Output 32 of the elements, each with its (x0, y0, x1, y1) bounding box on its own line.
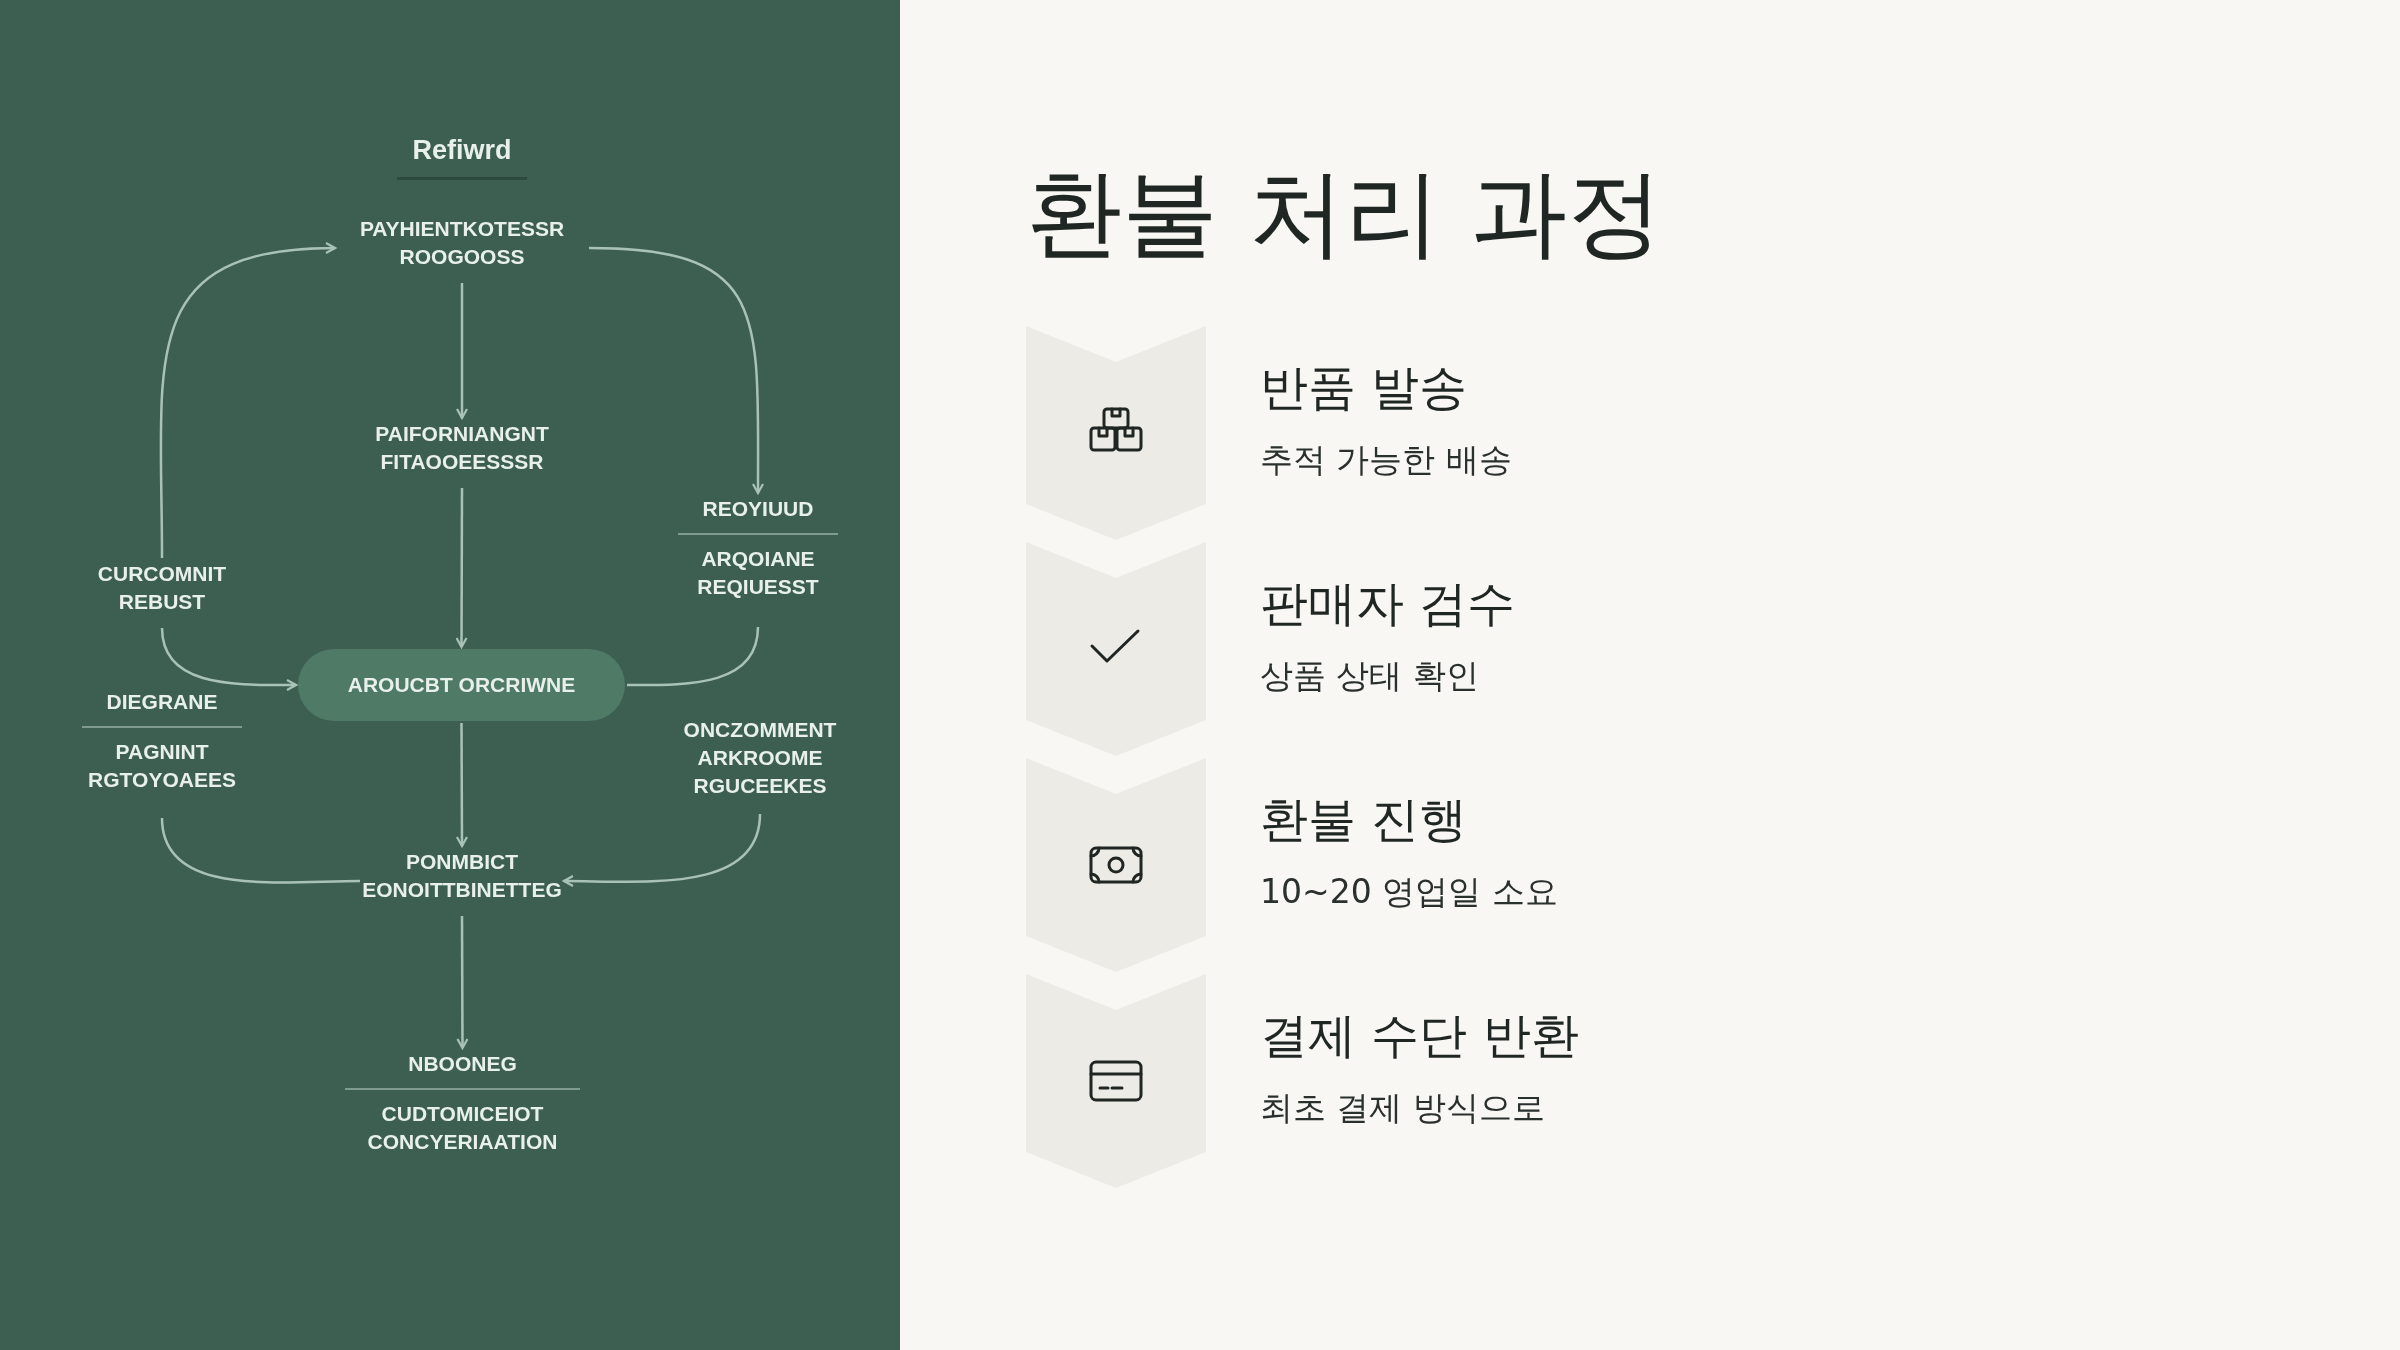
node-label: CURCOMNIT REBUST (96, 561, 228, 615)
node-label: NBOONEG (407, 1051, 518, 1077)
node-label: DIEGRANE (105, 689, 219, 715)
step-description: 10~20 영업일 소요 (1260, 871, 1558, 913)
node-label: REOYIUUD (701, 496, 815, 522)
step-description: 추적 가능한 배송 (1260, 439, 1512, 481)
slide-title: 환불 처리 과정 (1026, 156, 1664, 271)
arrow (160, 627, 298, 692)
connector-line (627, 626, 760, 687)
arrow (455, 283, 469, 420)
arrow (455, 488, 468, 649)
step-description: 상품 상태 확인 (1260, 655, 1479, 697)
step-heading: 결제 수단 반환 (1260, 1006, 1579, 1065)
step-heading: 판매자 검수 (1260, 574, 1516, 633)
step-heading: 환불 진행 (1260, 790, 1468, 849)
arrow (159, 242, 337, 558)
node-label: AROUCBT ORCRIWNE (347, 672, 576, 698)
step-heading: 반품 발송 (1260, 358, 1468, 417)
arrow (456, 916, 469, 1050)
arrow (455, 723, 469, 848)
connector-line (160, 817, 360, 884)
step-description: 최초 결제 방식으로 (1260, 1087, 1545, 1129)
node-label: PAIFORNIANGNT FITAOOEESSSR (374, 421, 550, 475)
node-label: PONMBICT EONOITTBINETTEG (362, 849, 562, 903)
diagram-heading: Refiwrd (411, 135, 513, 166)
arrow (562, 813, 762, 888)
node-label: ARQOIANE REQIUESST (696, 546, 820, 600)
node-label: PAGNINT RGTOYOAEES (87, 739, 237, 793)
node-label: CUDTOMICEIOT CONCYERIAATION (366, 1101, 559, 1155)
arrow (588, 246, 765, 495)
node-label: ONCZOMMENT ARKROOME RGUCEEKES (682, 717, 838, 799)
node-label: PAYHIENTKOTESSR ROOGOOSS (358, 216, 566, 270)
